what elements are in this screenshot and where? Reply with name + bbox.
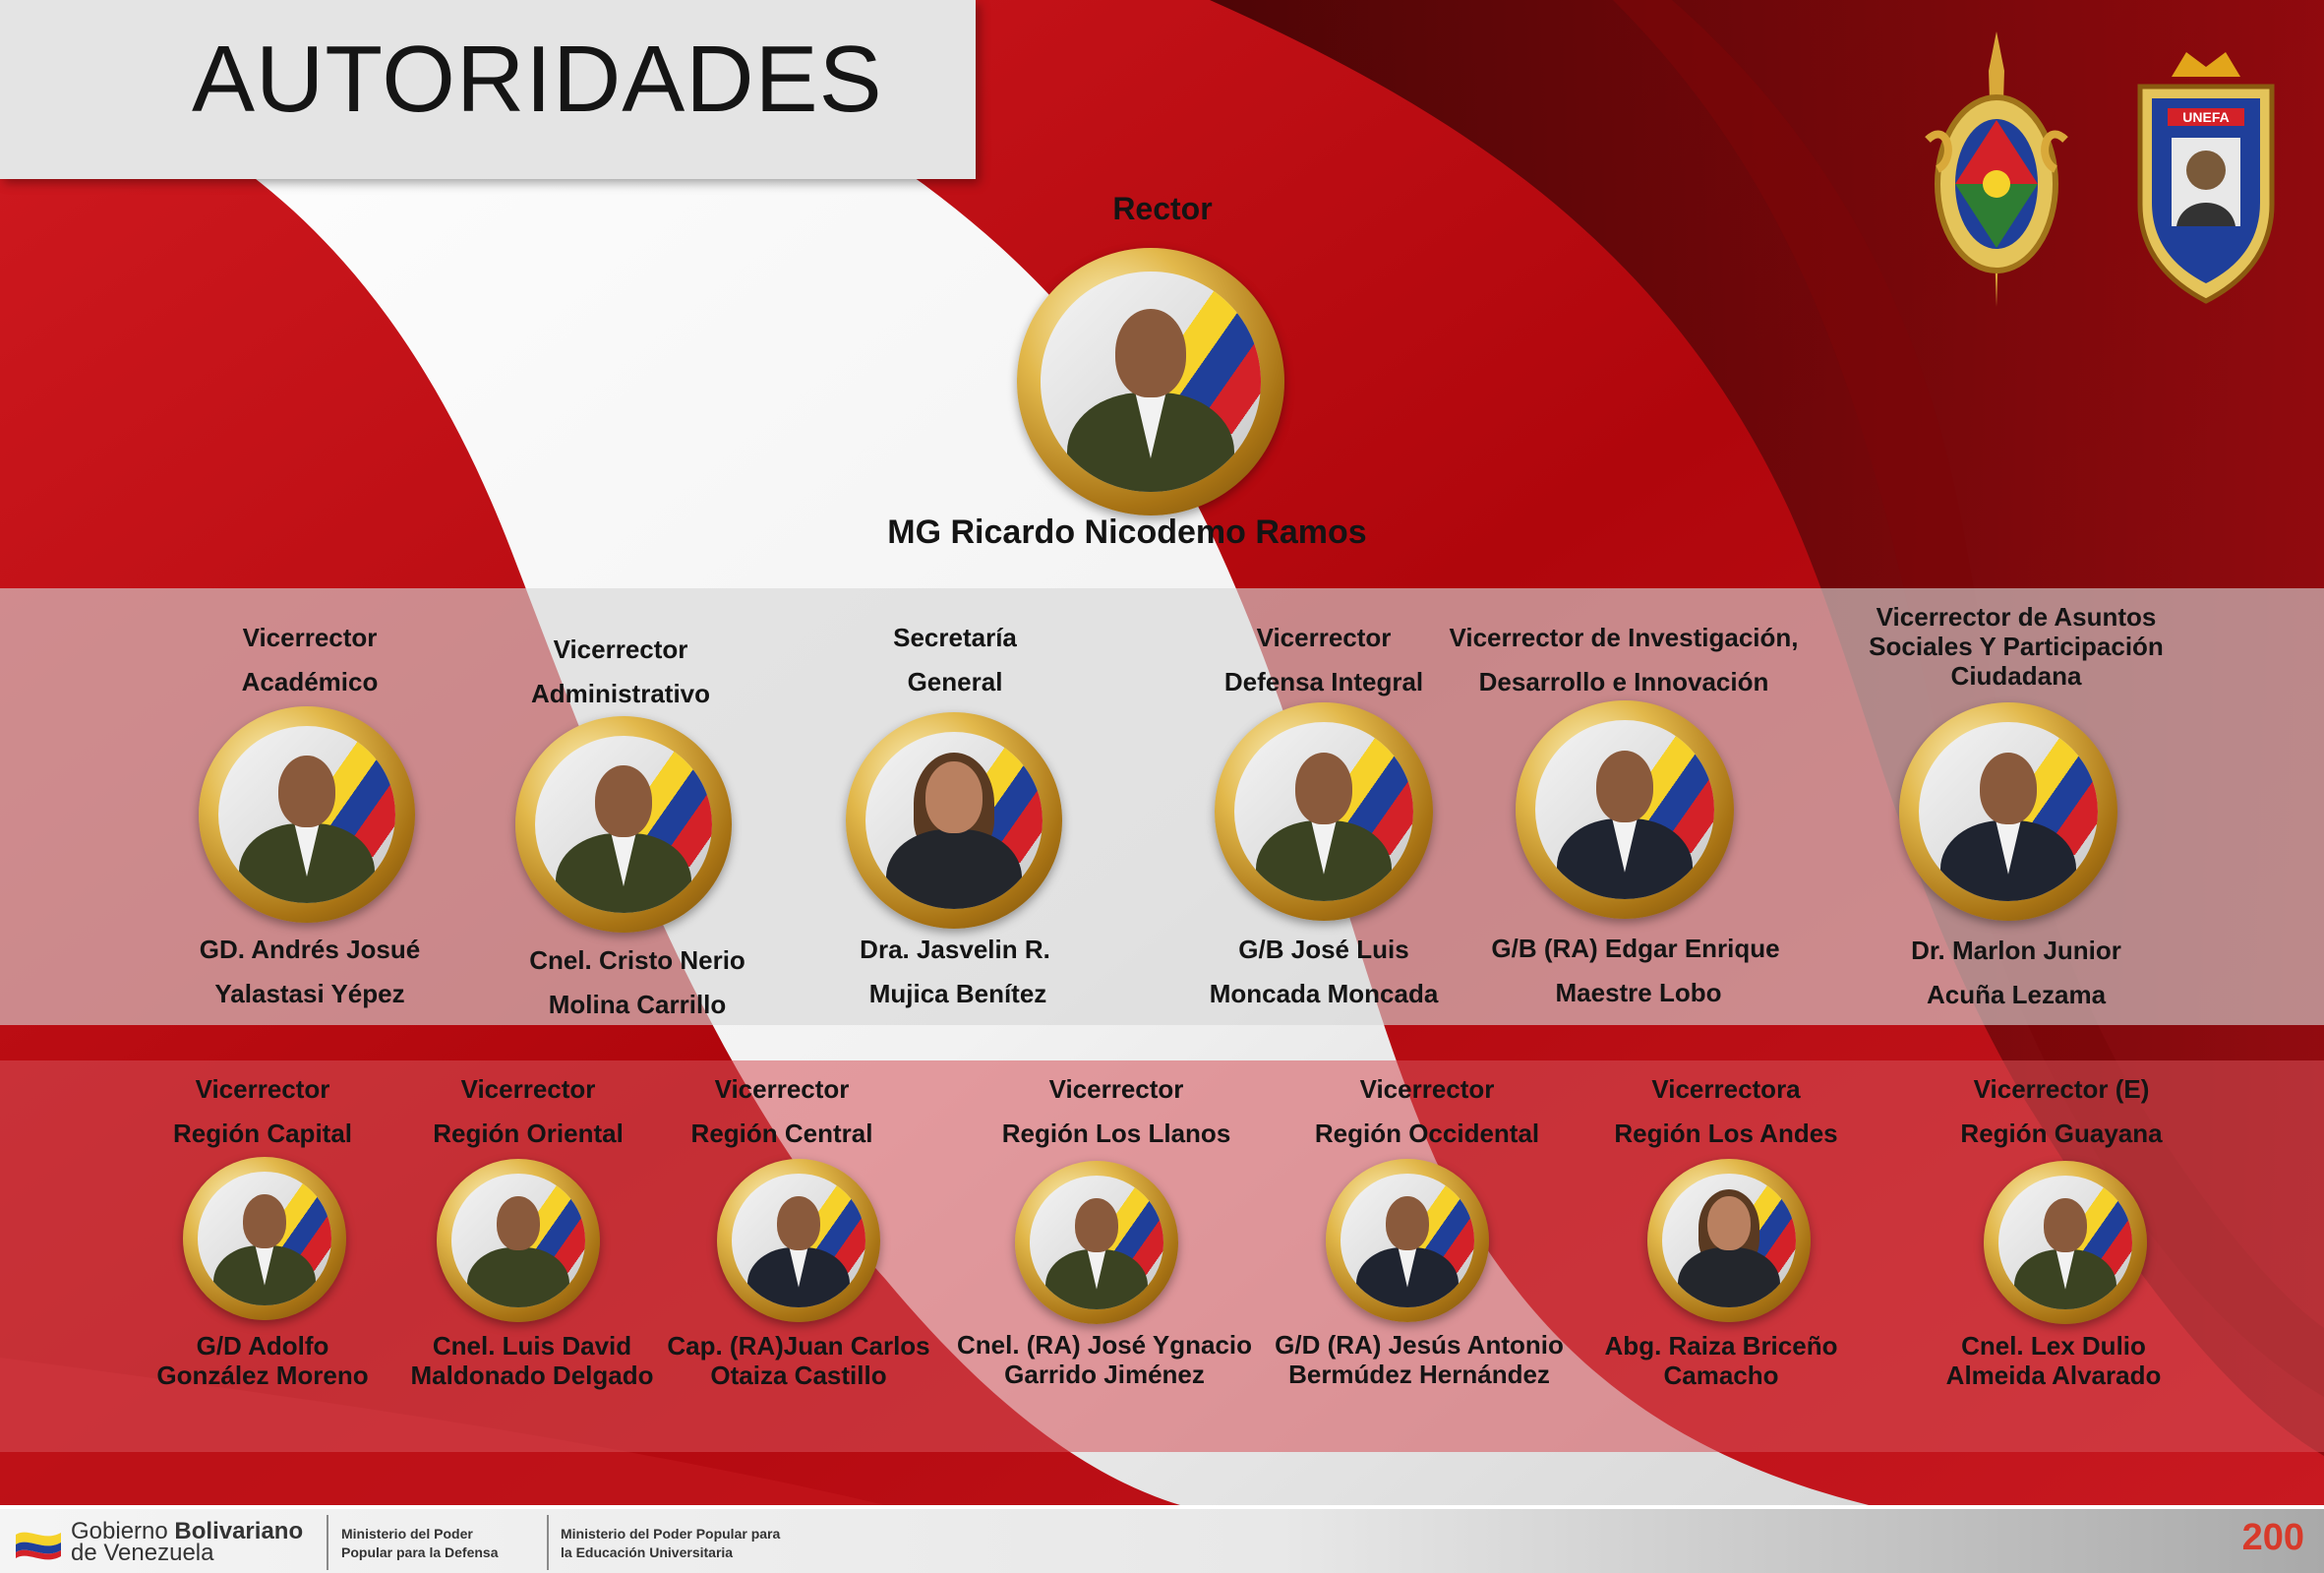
name-line-2: Mujica Benítez — [868, 979, 1047, 1008]
name-line-1: G/D Adolfo — [196, 1331, 329, 1361]
min1-line-1: Ministerio del Poder — [341, 1526, 473, 1542]
ministerio-defensa-text: Ministerio del Poder Popular para la Def… — [341, 1525, 499, 1562]
min2-line-2: la Educación Universitaria — [561, 1544, 734, 1560]
name-line-2: González Moreno — [156, 1361, 369, 1390]
authority-photo — [1215, 702, 1433, 921]
military-crest-logo — [1925, 31, 2068, 307]
rector-role: Rector — [1112, 191, 1213, 226]
footer-divider — [327, 1515, 328, 1570]
role-line-2: Región Oriental — [433, 1119, 624, 1148]
authority-photo — [1015, 1161, 1178, 1324]
role-line-1: Vicerrector — [460, 1074, 596, 1104]
authority-photo — [1516, 700, 1734, 919]
role-line-1: Secretaría — [893, 623, 1017, 652]
gob-text-bold: Bolivariano — [174, 1518, 304, 1544]
authority-photo — [515, 716, 732, 933]
authority-photo — [437, 1159, 600, 1322]
role-line-2: Sociales Y Participación — [1869, 632, 2164, 661]
name-line-1: Dra. Jasvelin R. — [860, 935, 1050, 964]
role-line-2: Región Los Llanos — [1001, 1119, 1231, 1148]
bicentenario-logo: 200 — [2241, 1517, 2304, 1558]
rector-photo — [1017, 248, 1284, 515]
authority-photo — [1326, 1159, 1489, 1322]
rector-name: MG Ricardo Nicodemo Ramos — [887, 514, 1367, 551]
role-line-1: Vicerrectora — [1651, 1074, 1801, 1104]
unefa-shield-logo: UNEFA — [2137, 52, 2275, 304]
name-line-2: Maestre Lobo — [1555, 978, 1722, 1007]
authority-photo — [717, 1159, 880, 1322]
role-line-1: Vicerrector — [553, 635, 688, 664]
role-line-2: Región Guayana — [1960, 1119, 2163, 1148]
role-line-2: General — [907, 667, 1003, 696]
name-line-1: Cnel. Lex Dulio — [1961, 1331, 2146, 1361]
name-line-2: Acuña Lezama — [1926, 980, 2107, 1009]
name-line-1: G/B (RA) Edgar Enrique — [1491, 934, 1780, 963]
min2-line-1: Ministerio del Poder Popular para — [561, 1526, 781, 1542]
gob-text-1: Gobierno — [71, 1518, 175, 1544]
role-line-2: Región Central — [690, 1119, 873, 1148]
role-line-2: Región Occidental — [1314, 1119, 1540, 1148]
authority-photo — [183, 1157, 346, 1320]
footer-divider — [547, 1515, 549, 1570]
title-box: AUTORIDADES — [0, 0, 976, 179]
gob-text-2: de Venezuela — [71, 1540, 214, 1566]
name-line-2: Almeida Alvarado — [1945, 1361, 2162, 1390]
footer-bar: Gobierno Bolivariano de Venezuela Minist… — [0, 1505, 2324, 1573]
role-line-3: Ciudadana — [1950, 661, 2082, 691]
role-line-2: Administrativo — [530, 679, 711, 708]
role-line-2: Académico — [241, 667, 379, 696]
unefa-label: UNEFA — [2182, 109, 2229, 125]
role-line-1: Vicerrector (E) — [1973, 1074, 2150, 1104]
venezuela-flag-icon — [16, 1532, 61, 1560]
role-line-2: Desarrollo e Innovación — [1478, 667, 1769, 696]
gobierno-bolivariano-text: Gobierno Bolivariano de Venezuela — [71, 1518, 304, 1566]
name-line-1: GD. Andrés Josué — [199, 935, 421, 964]
name-line-1: Cnel. Luis David — [432, 1331, 632, 1361]
role-line-1: Vicerrector — [242, 623, 378, 652]
role-line-1: Vicerrector — [714, 1074, 850, 1104]
name-line-2: Camacho — [1663, 1361, 1779, 1390]
role-line-2: Región Los Andes — [1614, 1119, 1838, 1148]
role-line-1: Vicerrector — [1048, 1074, 1184, 1104]
name-line-2: Bermúdez Hernández — [1288, 1360, 1550, 1389]
name-line-2: Garrido Jiménez — [1004, 1360, 1205, 1389]
role-line-1: Vicerrector de Asuntos — [1876, 602, 2157, 632]
name-line-2: Otaiza Castillo — [710, 1361, 887, 1390]
name-line-2: Molina Carrillo — [548, 990, 727, 1019]
name-line-2: Yalastasi Yépez — [214, 979, 405, 1008]
authority-photo — [846, 712, 1062, 929]
authority-photo — [199, 706, 415, 923]
authority-photo — [1984, 1161, 2147, 1324]
name-line-2: Maldonado Delgado — [410, 1361, 654, 1390]
page-title: AUTORIDADES — [192, 27, 883, 132]
authority-photo — [1899, 702, 2117, 921]
role-line-1: Vicerrector de Investigación, — [1449, 623, 1799, 652]
authority-photo — [1647, 1159, 1811, 1322]
role-line-1: Vicerrector — [1256, 623, 1392, 652]
role-line-1: Vicerrector — [195, 1074, 330, 1104]
name-line-1: Cnel. (RA) José Ygnacio — [956, 1330, 1253, 1360]
name-line-1: Cnel. Cristo Nerio — [529, 945, 745, 975]
role-line-2: Defensa Integral — [1223, 667, 1424, 696]
name-line-1: Dr. Marlon Junior — [1911, 936, 2121, 965]
role-line-1: Vicerrector — [1359, 1074, 1495, 1104]
min1-line-2: Popular para la Defensa — [341, 1544, 499, 1560]
name-line-1: Cap. (RA)Juan Carlos — [667, 1331, 930, 1361]
name-line-2: Moncada Moncada — [1209, 979, 1439, 1008]
role-line-2: Región Capital — [172, 1119, 353, 1148]
ministerio-educacion-text: Ministerio del Poder Popular para la Edu… — [561, 1525, 780, 1562]
name-line-1: G/B José Luis — [1238, 935, 1409, 964]
name-line-1: G/D (RA) Jesús Antonio — [1275, 1330, 1564, 1360]
name-line-1: Abg. Raiza Briceño — [1604, 1331, 1838, 1361]
